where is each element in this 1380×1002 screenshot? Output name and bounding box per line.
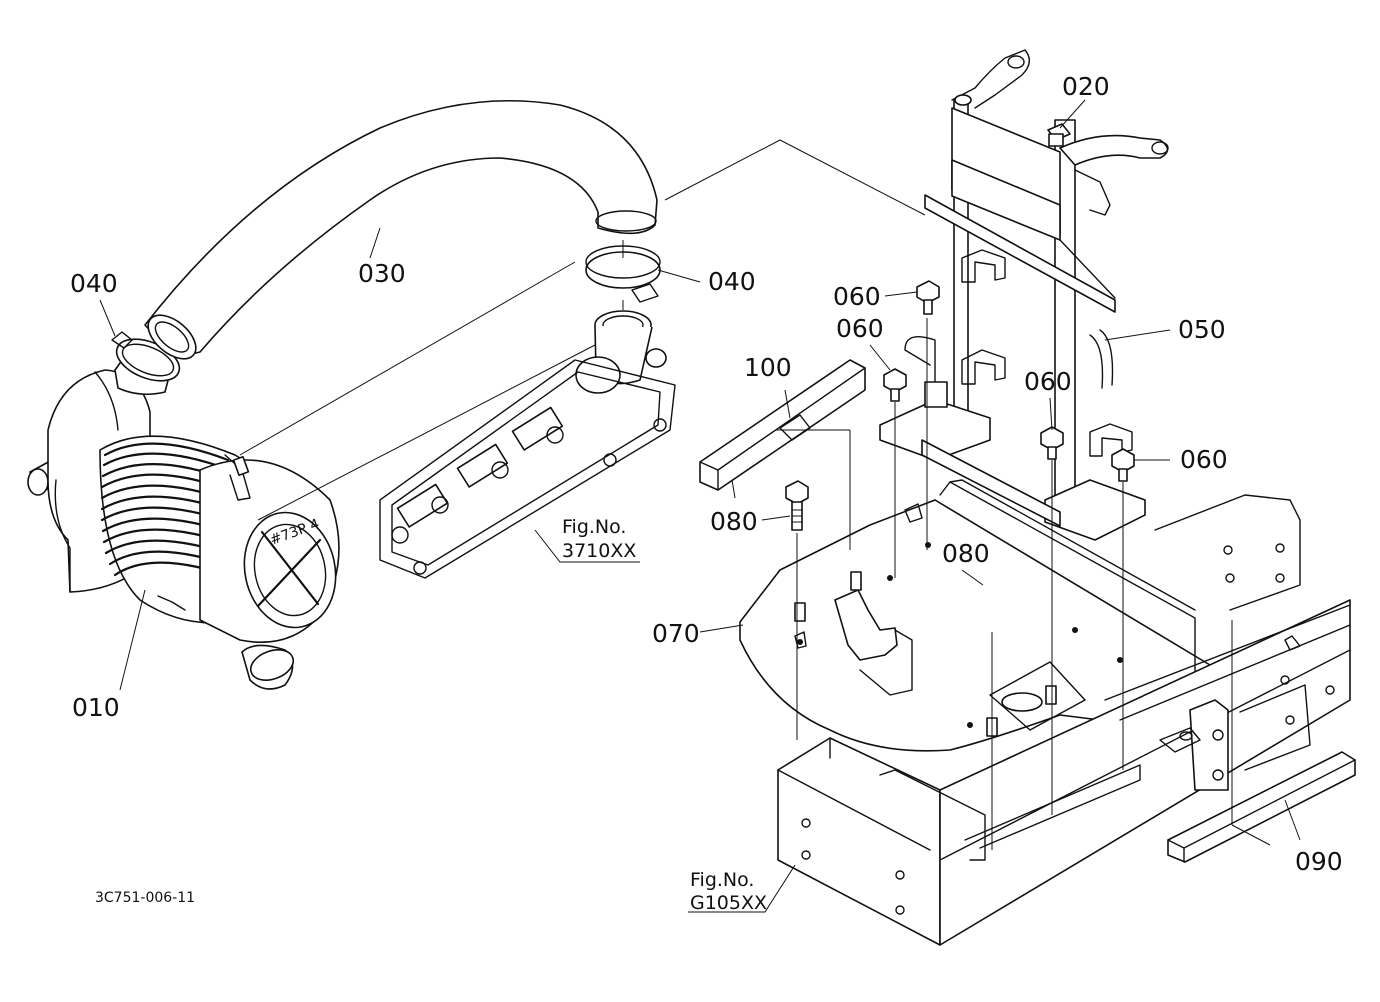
- bolt-060-right[interactable]: [1111, 448, 1135, 482]
- label-080-left: 080: [710, 507, 758, 536]
- label-060-left: 060: [836, 314, 884, 343]
- label-040-right: 040: [708, 267, 756, 296]
- label-010: 010: [72, 693, 120, 722]
- leader-lines: [99, 99, 1301, 913]
- label-060-top: 060: [833, 282, 881, 311]
- rubber-strip-100[interactable]: [699, 359, 866, 491]
- fig-ref-frame-code: G105XX: [690, 892, 767, 914]
- label-040-left: 040: [70, 269, 118, 298]
- figure-references: Fig.No. 3710XX Fig.No. G105XX: [562, 516, 767, 914]
- label-080-right: 080: [942, 539, 990, 568]
- fig-ref-engine-label: Fig.No.: [562, 516, 626, 538]
- part-number-labels: 020 030 040 040 050 060 060 060 060 070 …: [70, 72, 1343, 876]
- intake-hose[interactable]: [140, 99, 658, 368]
- hose-clamp-right[interactable]: [585, 240, 661, 303]
- intake-manifold: [379, 310, 676, 579]
- fig-ref-frame-label: Fig.No.: [690, 869, 754, 891]
- drawing-code: 3C751-006-11: [95, 890, 195, 906]
- rubber-strip-090[interactable]: [1167, 751, 1356, 863]
- label-060-right: 060: [1180, 445, 1228, 474]
- bolt-080-left[interactable]: [785, 480, 809, 531]
- label-090: 090: [1295, 847, 1343, 876]
- label-050: 050: [1178, 315, 1226, 344]
- label-030: 030: [358, 259, 406, 288]
- alignment-lines: [239, 139, 1271, 850]
- fig-ref-engine-code: 3710XX: [562, 540, 636, 562]
- vehicle-frame: [777, 494, 1351, 946]
- label-060-mid: 060: [1024, 367, 1072, 396]
- air-cleaner[interactable]: #73P 4: [27, 349, 346, 690]
- label-070: 070: [652, 619, 700, 648]
- cleaner-stay[interactable]: [879, 49, 1169, 541]
- label-100: 100: [744, 353, 792, 382]
- bolt-060-left[interactable]: [883, 368, 907, 402]
- bolt-060-top[interactable]: [916, 280, 940, 315]
- label-020: 020: [1062, 72, 1110, 101]
